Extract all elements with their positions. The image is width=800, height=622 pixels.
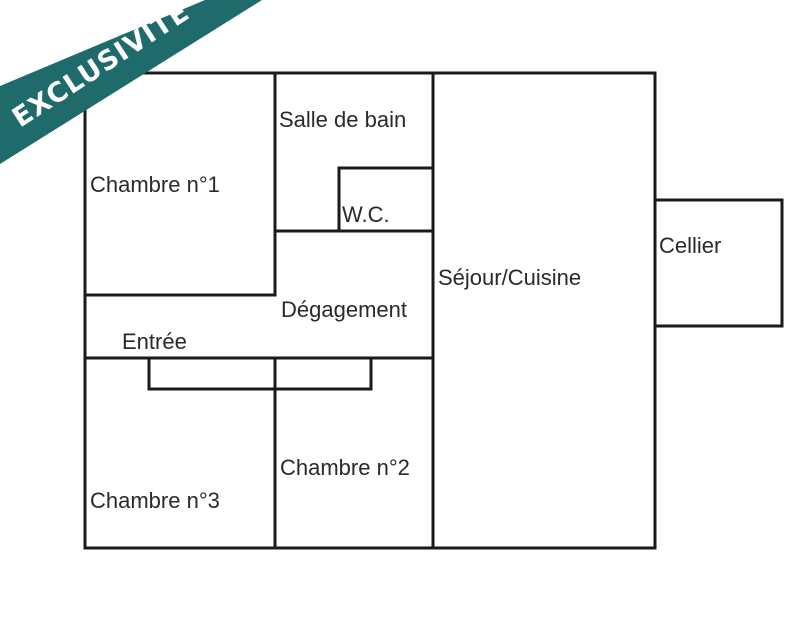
label-chambre-1: Chambre n°1 [90,172,220,197]
label-degagement: Dégagement [281,297,407,322]
wall-wc [337,166,435,233]
closet [147,356,373,391]
room-labels: Chambre n°1 Salle de bain W.C. Séjour/Cu… [90,107,721,513]
label-salle-de-bain: Salle de bain [279,107,406,132]
label-sejour-cuisine: Séjour/Cuisine [438,265,581,290]
exclusivite-banner: EXCLUSIVITÉ [0,0,262,164]
wall-cellier [653,198,784,328]
banner-ribbon [0,0,262,164]
label-cellier: Cellier [659,233,721,258]
walls [83,71,784,550]
label-wc: W.C. [342,202,390,227]
label-chambre-3: Chambre n°3 [90,488,220,513]
label-chambre-2: Chambre n°2 [280,455,410,480]
label-entree: Entrée [122,329,187,354]
banner-label: EXCLUSIVITÉ [6,0,195,134]
